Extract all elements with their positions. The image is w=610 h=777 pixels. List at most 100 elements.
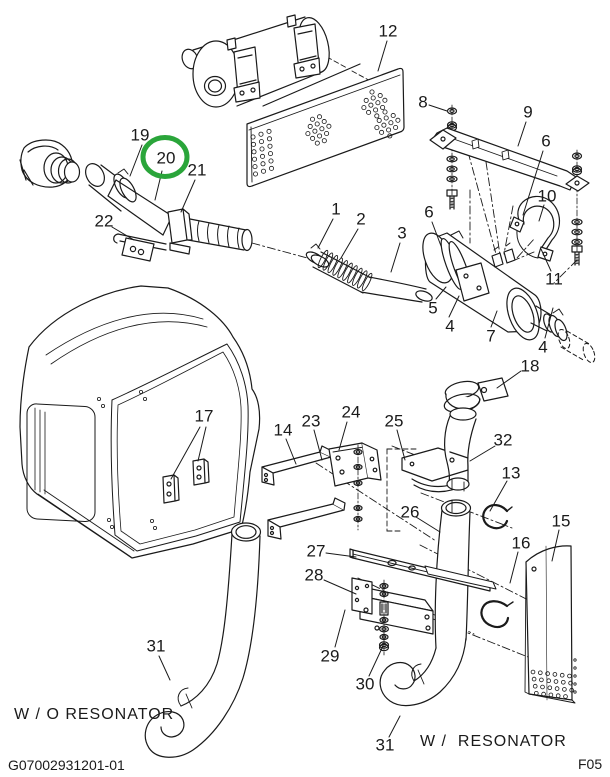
callout-6[interactable]: 6 <box>424 203 433 222</box>
callout-8[interactable]: 8 <box>418 93 427 112</box>
hook-16 <box>480 600 514 629</box>
guard-shield-15 <box>524 545 577 704</box>
callout-28[interactable]: 28 <box>305 566 324 585</box>
caption-without-resonator: W / O RESONATOR <box>14 706 175 723</box>
leader-line-9 <box>517 121 527 147</box>
callout-1[interactable]: 1 <box>331 200 340 219</box>
elbow-pipe-31-right <box>379 637 467 707</box>
leader-line-2 <box>340 228 359 259</box>
bracket-lower-twin <box>267 497 346 540</box>
leader-line-32 <box>469 445 496 462</box>
callout-23[interactable]: 23 <box>302 412 321 431</box>
dashed-outline-lines <box>326 56 418 532</box>
leader-line-14 <box>285 438 297 465</box>
callout-20[interactable]: 20 <box>157 149 176 168</box>
callout-22[interactable]: 22 <box>95 212 114 231</box>
callout-10[interactable]: 10 <box>538 187 557 206</box>
leader-line-3 <box>390 242 401 273</box>
mount-hardware-left-8 <box>446 104 458 210</box>
leader-line-29 <box>334 609 346 648</box>
turbo-pipe-assembly <box>85 163 253 262</box>
leader-line-28 <box>323 579 357 595</box>
callout-11[interactable]: 11 <box>545 270 563 289</box>
callout-26[interactable]: 26 <box>401 503 420 522</box>
callout-6[interactable]: 6 <box>541 132 550 151</box>
heat-shield-12 <box>246 67 405 188</box>
leader-line-8 <box>428 104 448 112</box>
callout-7[interactable]: 7 <box>486 327 495 346</box>
bracket-27 <box>349 548 497 592</box>
tailpipe-31-left <box>144 522 262 758</box>
turbocharger-elbow <box>19 139 81 188</box>
leader-line-27 <box>325 552 357 558</box>
leader-line-31 <box>158 655 171 681</box>
leader-line-1 <box>317 218 334 249</box>
leader-line-31 <box>388 715 401 738</box>
channel-bracket-9 <box>429 127 590 192</box>
highlight-circle-20 <box>140 135 190 179</box>
callout-5[interactable]: 5 <box>428 299 437 318</box>
callout-24[interactable]: 24 <box>342 403 361 422</box>
leader-line-13 <box>489 480 508 512</box>
hardware-30 <box>378 579 390 656</box>
leader-line-22 <box>111 226 135 241</box>
callout-30[interactable]: 30 <box>356 675 375 694</box>
leader-line-6 <box>431 221 442 247</box>
cab-brackets-17 <box>162 458 210 504</box>
callout-31[interactable]: 31 <box>147 637 166 656</box>
leader-line-21 <box>180 179 196 213</box>
mount-hardware-right-8 <box>571 149 583 266</box>
leader-line-15 <box>551 529 560 562</box>
upper-stack-pipe-32 <box>444 407 477 492</box>
leader-line-4 <box>448 295 460 318</box>
leader-line-7 <box>490 310 498 328</box>
callout-17[interactable]: 17 <box>195 407 214 426</box>
callout-16[interactable]: 16 <box>512 534 531 553</box>
callout-2[interactable]: 2 <box>356 210 365 229</box>
callout-14[interactable]: 14 <box>274 421 293 440</box>
bracket-14 <box>261 445 333 486</box>
leader-line-25 <box>396 429 406 461</box>
page-code: F05 <box>578 756 603 772</box>
leader-line-23 <box>313 429 323 461</box>
leader-line-26 <box>415 516 441 533</box>
leader-line-12 <box>377 40 388 72</box>
callout-32[interactable]: 32 <box>494 431 513 450</box>
saddle-clamp-10 <box>509 195 560 262</box>
callout-21[interactable]: 21 <box>188 161 207 180</box>
callout-4[interactable]: 4 <box>445 317 454 336</box>
callout-4[interactable]: 4 <box>538 338 547 357</box>
callout-27[interactable]: 27 <box>307 542 326 561</box>
callout-18[interactable]: 18 <box>521 357 540 376</box>
upper-muffler <box>181 14 361 108</box>
rain-cap-18 <box>443 377 509 413</box>
callout-25[interactable]: 25 <box>385 412 404 431</box>
hook-13 <box>482 504 513 530</box>
leader-line-6 <box>522 150 544 216</box>
leader-line-11 <box>540 248 552 272</box>
leader-line-10 <box>538 204 545 222</box>
leader-line-5 <box>435 286 447 300</box>
leader-line-19 <box>129 144 143 177</box>
callout-13[interactable]: 13 <box>502 464 521 483</box>
callout-12[interactable]: 12 <box>379 22 398 41</box>
callout-31[interactable]: 31 <box>376 736 395 755</box>
leader-line-17 <box>197 426 207 462</box>
leader-line-17 <box>170 426 201 480</box>
leader-line-4 <box>544 307 554 339</box>
caption-with-resonator: W / RESONATOR <box>420 733 567 750</box>
document-number: G07002931201-01 <box>8 757 125 773</box>
leader-line-16 <box>509 551 519 584</box>
leader-line-24 <box>338 421 348 451</box>
leader-line-18 <box>496 370 522 389</box>
leader-line-30 <box>368 645 384 677</box>
callout-9[interactable]: 9 <box>523 103 532 122</box>
callout-29[interactable]: 29 <box>321 647 340 666</box>
mid-exhaust-assembly <box>305 230 596 364</box>
callout-15[interactable]: 15 <box>552 512 571 531</box>
callout-19[interactable]: 19 <box>131 126 150 145</box>
callout-3[interactable]: 3 <box>397 224 406 243</box>
